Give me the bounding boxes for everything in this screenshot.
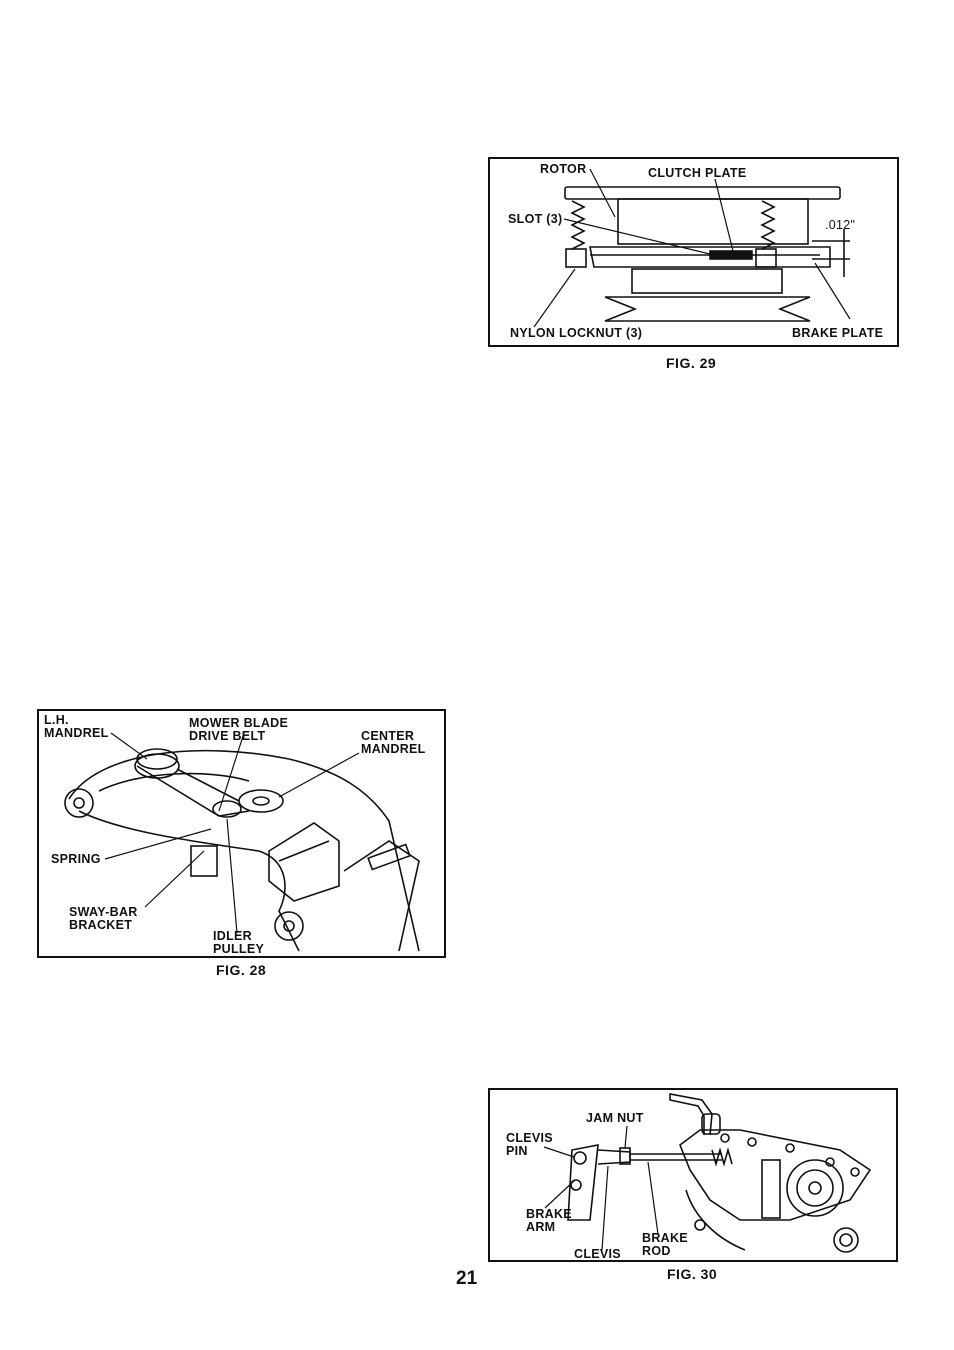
clutch-plate-label: CLUTCH PLATE xyxy=(648,167,747,180)
spring-label: SPRING xyxy=(51,853,101,866)
figure-29-frame: ROTOR CLUTCH PLATE SLOT (3) .012" NYLON … xyxy=(488,157,899,347)
page-number: 21 xyxy=(456,1268,477,1290)
mower-blade-belt-label-line2: DRIVE BELT xyxy=(189,730,265,743)
clevis-label: CLEVIS xyxy=(574,1248,621,1261)
figure-28-frame: L.H. MANDREL MOWER BLADE DRIVE BELT CENT… xyxy=(37,709,446,958)
figure-30-frame: JAM NUT CLEVIS PIN BRAKE ARM CLEVIS BRAK… xyxy=(488,1088,898,1262)
figure-29-drawing xyxy=(490,159,901,349)
center-mandrel-label-line2: MANDREL xyxy=(361,743,426,756)
lh-mandrel-label-line2: MANDREL xyxy=(44,727,109,740)
brake-plate-label: BRAKE PLATE xyxy=(792,327,883,340)
clevis-pin-label-line2: PIN xyxy=(506,1145,528,1158)
figure-28-caption: FIG. 28 xyxy=(216,962,266,978)
jam-nut-label: JAM NUT xyxy=(586,1112,644,1125)
brake-arm-label-line2: ARM xyxy=(526,1221,555,1234)
figure-29-caption: FIG. 29 xyxy=(666,355,716,371)
sway-bar-bracket-label-line2: BRACKET xyxy=(69,919,132,932)
slot-label: SLOT (3) xyxy=(508,213,562,226)
figure-30-caption: FIG. 30 xyxy=(667,1266,717,1282)
gap-dimension-label: .012" xyxy=(825,219,855,232)
brake-rod-label-line2: ROD xyxy=(642,1245,671,1258)
figure-30-drawing xyxy=(490,1090,900,1264)
nylon-locknut-label: NYLON LOCKNUT (3) xyxy=(510,327,642,340)
idler-pulley-label-line2: PULLEY xyxy=(213,943,264,956)
rotor-label: ROTOR xyxy=(540,163,586,176)
